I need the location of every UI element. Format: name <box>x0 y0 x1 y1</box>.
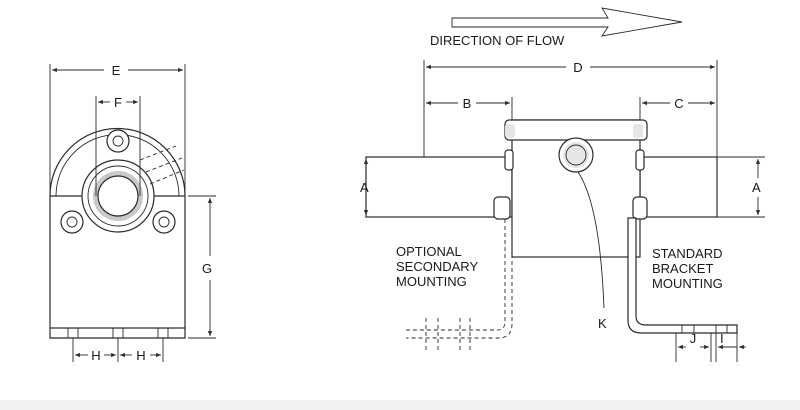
dim-h-left-label: H <box>91 348 100 363</box>
standard-bracket <box>627 217 738 334</box>
dim-a-right-label: A <box>752 180 761 195</box>
port-channel-c <box>149 169 185 185</box>
standard-label-line3: MOUNTING <box>652 276 723 291</box>
optional-bracket <box>406 219 513 339</box>
dim-a-left-label: A <box>360 180 369 195</box>
flow-arrow <box>451 7 683 37</box>
bolt-hole-left <box>60 210 84 234</box>
dim-k-leader <box>577 171 605 309</box>
port-boss-inner <box>565 144 587 166</box>
side-lug-right-top <box>635 149 645 171</box>
flange-lug-right <box>633 124 643 138</box>
bore-inner <box>97 175 139 217</box>
dim-b-label: B <box>463 96 472 111</box>
side-lug-right-bottom <box>632 196 648 220</box>
dim-i-label: I <box>720 331 724 346</box>
bolt-hole-top-inner <box>112 135 124 147</box>
standard-label-line1: STANDARD <box>652 246 723 261</box>
flange-lug-left <box>505 124 515 138</box>
dim-h-right-label: H <box>136 348 145 363</box>
bolt-hole-top <box>106 129 130 153</box>
optional-label-line2: SECONDARY <box>396 259 478 274</box>
side-view: DIRECTION OF FLOW K OPTI <box>360 7 765 362</box>
dim-k-label: K <box>598 316 607 331</box>
dim-c-label: C <box>674 96 683 111</box>
optional-label-line3: MOUNTING <box>396 274 467 289</box>
pipe-stub-left <box>365 156 513 218</box>
dim-g-label: G <box>202 261 212 276</box>
port-boss-shade <box>563 142 589 168</box>
pipe-stub-right <box>639 156 718 218</box>
side-lug-left-top <box>504 149 514 171</box>
end-view: E F G H H <box>49 63 216 363</box>
dim-e-label: E <box>112 63 121 78</box>
bottom-bar <box>0 400 800 410</box>
bore-ring <box>87 165 149 227</box>
flow-label: DIRECTION OF FLOW <box>430 33 565 48</box>
standard-label-line2: BRACKET <box>652 261 713 276</box>
dim-d-label: D <box>573 60 582 75</box>
meter-top-flange <box>504 119 648 141</box>
side-lug-left-bottom <box>493 196 511 220</box>
dim-j-label: J <box>690 331 697 346</box>
bolt-hole-right-inner <box>158 216 170 228</box>
bolt-hole-right <box>152 210 176 234</box>
bolt-hole-left-inner <box>66 216 78 228</box>
dim-f-label: F <box>114 95 122 110</box>
optional-label-line1: OPTIONAL <box>396 244 462 259</box>
